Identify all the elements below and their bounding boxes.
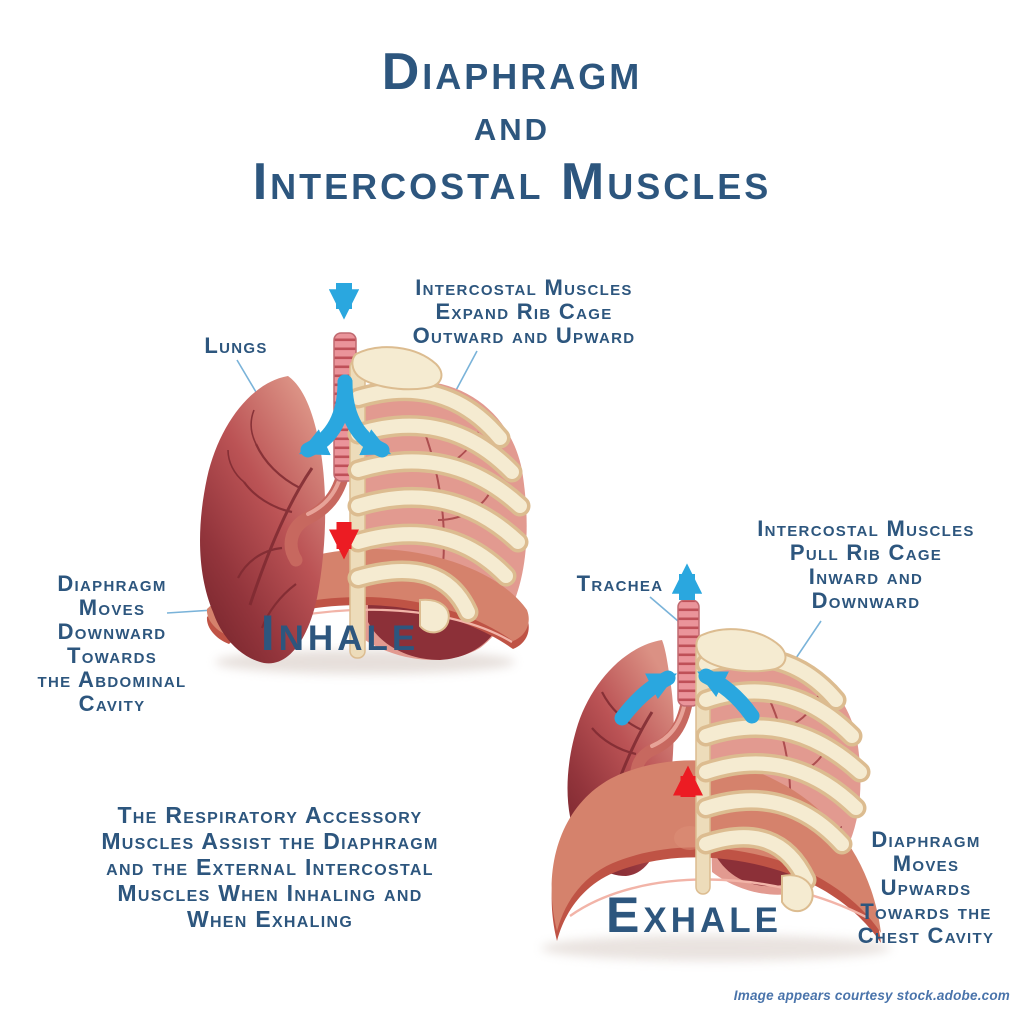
airflow-split-right-arrow-icon xyxy=(337,374,392,458)
lungs-label: Lungs xyxy=(204,333,268,358)
title-line-1: Diaphragm xyxy=(381,43,643,101)
exhale-airflow-arrows xyxy=(614,563,760,726)
exhale-caption: Exhale xyxy=(606,887,782,943)
inhale-figure xyxy=(166,283,531,674)
airflow-merge-left-arrow-icon xyxy=(614,670,677,726)
exhale-rib-cage-bottom-tip xyxy=(781,874,814,913)
inhale-intercostal-note: Intercostal Muscles Expand Rib Cage Outw… xyxy=(412,275,636,348)
exhale-diaphragm-note: Diaphragm Moves Upwards Towards the Ches… xyxy=(857,827,995,948)
exhale-clavicle xyxy=(695,628,787,673)
inhale-airflow-arrows xyxy=(298,283,392,458)
exhale-figure xyxy=(541,563,891,961)
attribution-text: Image appears courtesy stock.adobe.com xyxy=(733,988,1010,1003)
inhale-clavicle xyxy=(351,346,443,391)
title-line-3: Intercostal Muscles xyxy=(252,153,772,211)
inhale-diaphragm-note: Diaphragm Moves Downward Towards the Abd… xyxy=(37,571,187,716)
trachea-label: Trachea xyxy=(576,571,664,596)
inhale-lung-veins xyxy=(227,409,314,629)
exhale-intercostal-note: Intercostal Muscles Pull Rib Cage Inward… xyxy=(757,516,975,613)
page-title: Diaphragm and Intercostal Muscles xyxy=(0,44,1024,212)
inhale-caption: Inhale xyxy=(260,605,420,661)
title-line-2: and xyxy=(473,101,551,150)
exhale-ground-shadow xyxy=(541,935,891,961)
inhale-rib-cage-bottom-tip xyxy=(419,598,450,634)
airflow-merge-right-arrow-icon xyxy=(697,668,760,724)
inhale-left-lung xyxy=(200,376,326,664)
footnote: The Respiratory Accessory Muscles Assist… xyxy=(101,802,439,932)
